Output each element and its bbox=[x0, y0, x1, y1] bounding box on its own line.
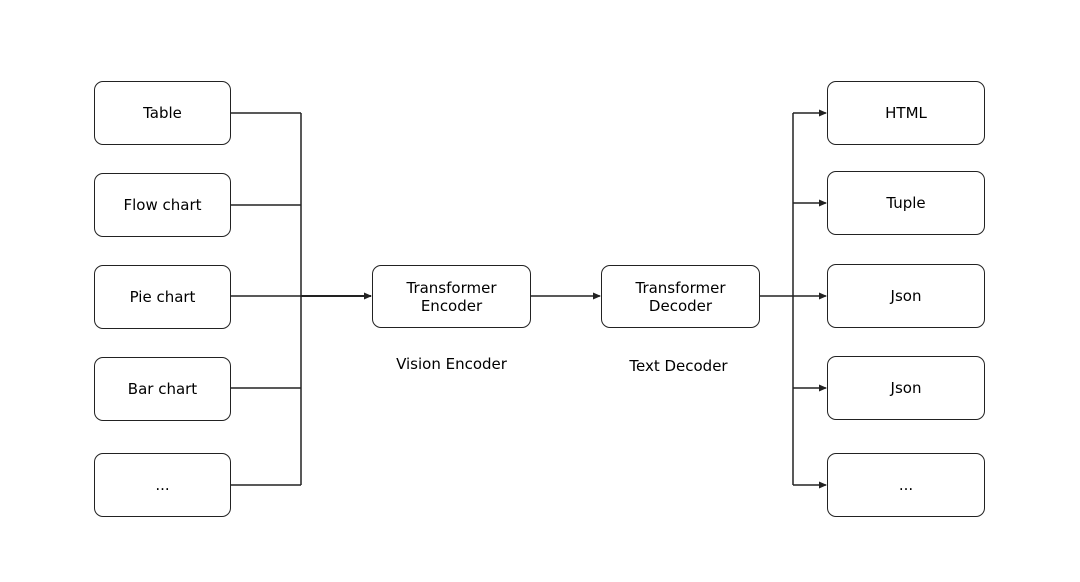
output-node-more: ... bbox=[827, 453, 985, 517]
output-node-label: Tuple bbox=[886, 194, 926, 212]
output-node-label: HTML bbox=[885, 104, 927, 122]
input-node-label: Flow chart bbox=[123, 196, 202, 214]
transformer-encoder-label: Transformer Encoder bbox=[406, 278, 497, 315]
output-node-json: Json bbox=[827, 356, 985, 420]
output-node-html: HTML bbox=[827, 81, 985, 145]
input-node-table: Table bbox=[94, 81, 231, 145]
input-node-label: Pie chart bbox=[129, 288, 196, 306]
input-node-label: Bar chart bbox=[127, 380, 198, 398]
output-node-label: ... bbox=[898, 476, 914, 494]
input-node-flow-chart: Flow chart bbox=[94, 173, 231, 237]
vision-encoder-caption: Vision Encoder bbox=[396, 355, 507, 373]
output-node-label: Json bbox=[890, 287, 922, 305]
transformer-decoder-node: Transformer Decoder bbox=[601, 265, 760, 328]
output-node-json: Json bbox=[827, 264, 985, 328]
input-node-label: Table bbox=[143, 104, 182, 122]
output-node-tuple: Tuple bbox=[827, 171, 985, 235]
transformer-decoder-label: Transformer Decoder bbox=[635, 278, 726, 315]
input-node-bar-chart: Bar chart bbox=[94, 357, 231, 421]
input-node-label: ... bbox=[155, 476, 170, 494]
text-decoder-caption: Text Decoder bbox=[629, 357, 728, 375]
input-node-more: ... bbox=[94, 453, 231, 517]
transformer-encoder-node: Transformer Encoder bbox=[372, 265, 531, 328]
output-node-label: Json bbox=[890, 379, 922, 397]
input-node-pie-chart: Pie chart bbox=[94, 265, 231, 329]
